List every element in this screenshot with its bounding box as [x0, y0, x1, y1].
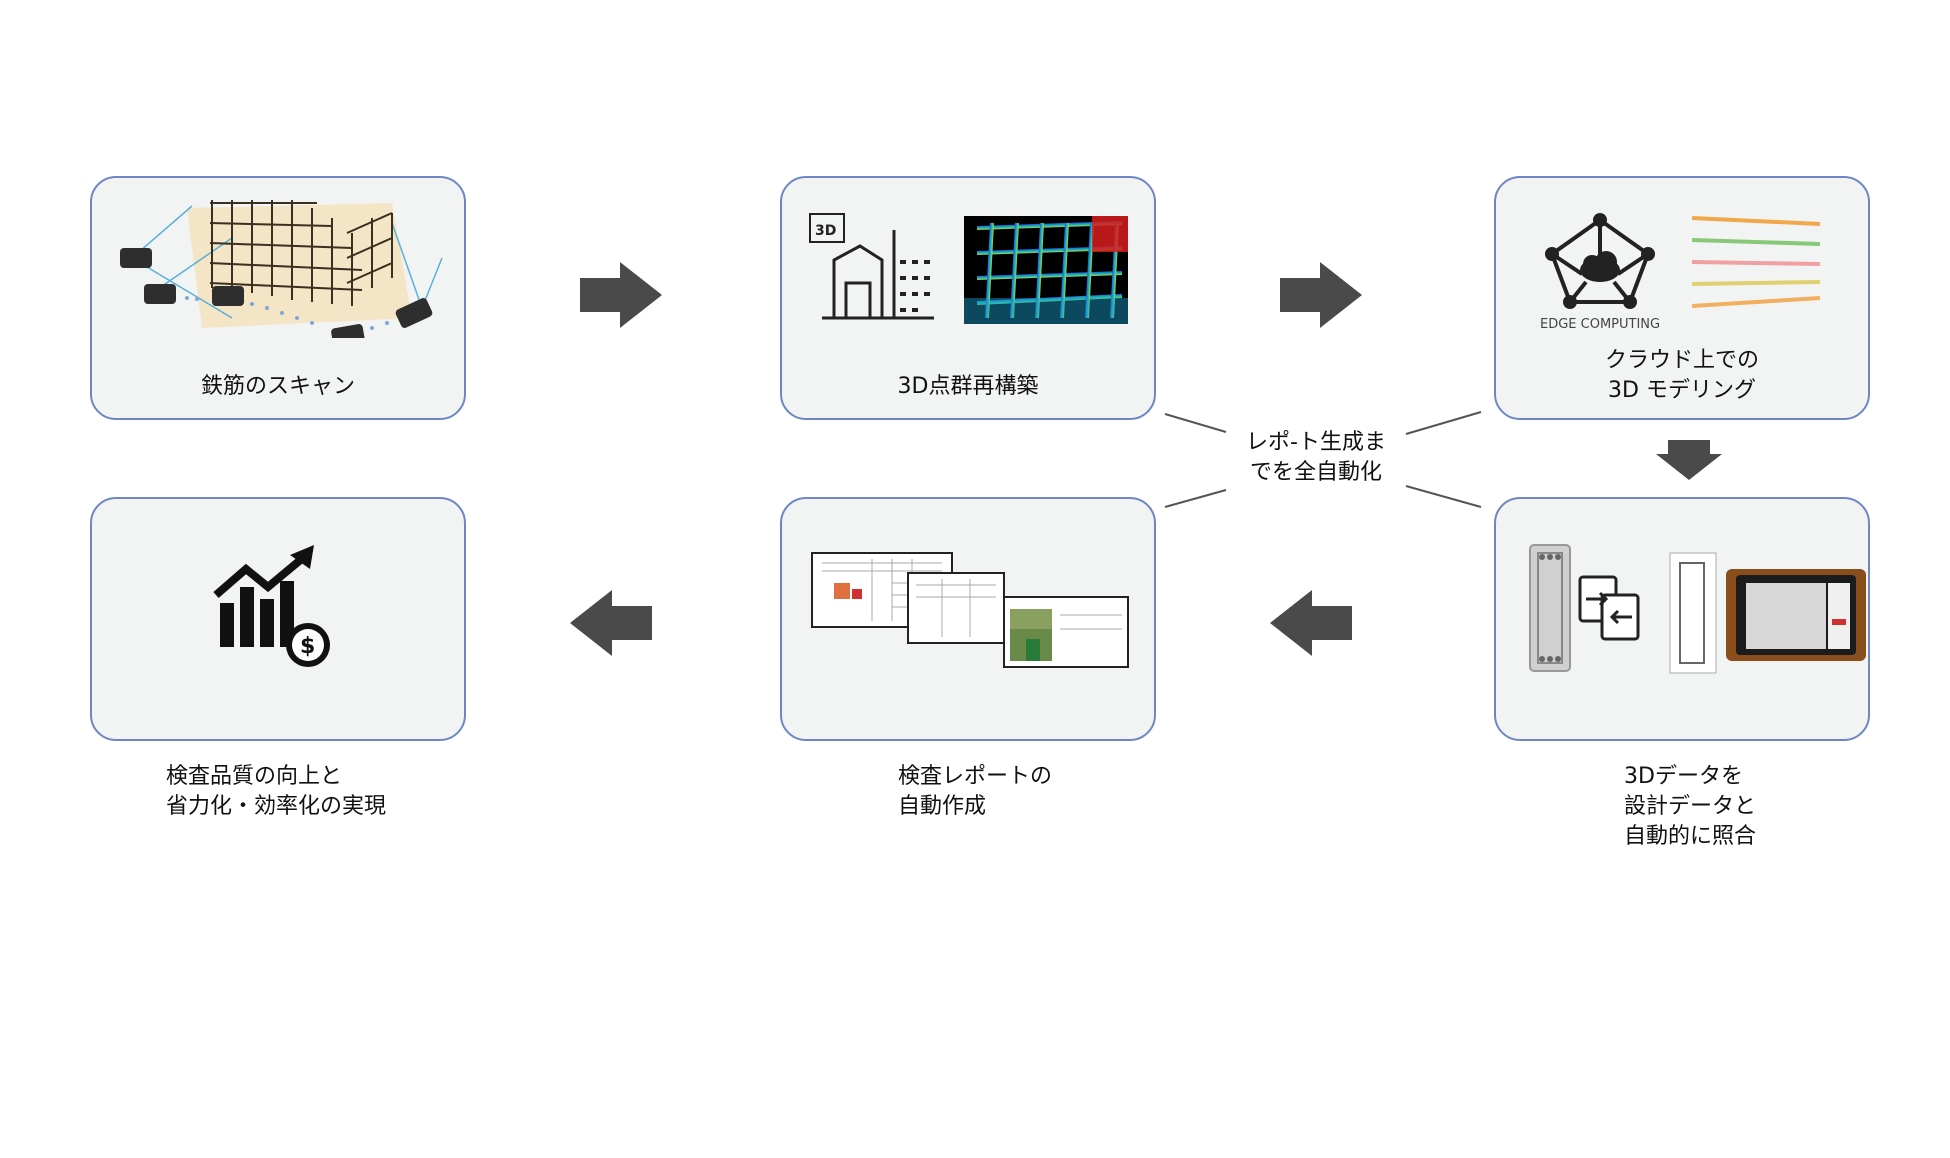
arrow-right-icon — [580, 262, 662, 328]
svg-text:3D: 3D — [815, 223, 836, 239]
rebar-scan-illustration — [120, 200, 443, 338]
3d-point-cloud-illustration: 3D — [809, 213, 1128, 324]
arrow-right-icon — [1280, 262, 1362, 328]
inspection-report-illustration — [811, 552, 1129, 668]
edge-computing-illustration: EDGE COMPUTING — [1540, 206, 1821, 332]
automation-note: レポ-ト生成ま でを全自動化 — [1246, 430, 1386, 485]
edge-computing-text: EDGE COMPUTING — [1540, 317, 1660, 332]
arrow-left-icon — [570, 590, 652, 656]
step-box-cloud: EDGE COMPUTING — [1494, 176, 1870, 420]
connector-line — [1164, 489, 1227, 508]
design-compare-illustration — [1529, 544, 1866, 674]
step-label-compare: 3Dデータを 設計データと 自動的に照合 — [1624, 764, 1757, 849]
step-box-report — [780, 497, 1156, 741]
step-box-result: $ — [90, 497, 466, 741]
step-box-pointcloud: 3D — [780, 176, 1156, 420]
svg-text:$: $ — [300, 634, 315, 659]
step-label-result: 検査品質の向上と 省力化・効率化の実現 — [166, 764, 387, 819]
arrow-left-icon — [1270, 590, 1352, 656]
step-label-report: 検査レポートの 自動作成 — [898, 764, 1053, 819]
step-label-pointcloud: 3D点群再構築 — [897, 374, 1039, 399]
arrow-down-icon — [1656, 440, 1722, 480]
step-label-scan: 鉄筋のスキャン — [200, 374, 355, 399]
step-label-cloud: クラウド上での 3D モデリング — [1604, 348, 1759, 403]
connector-line — [1405, 485, 1482, 508]
growth-chart-dollar-icon: $ — [213, 545, 330, 667]
step-box-scan: 鉄筋のスキャン — [90, 176, 466, 420]
step-box-compare — [1494, 497, 1870, 741]
connector-line — [1164, 413, 1227, 433]
connector-line — [1405, 411, 1482, 435]
